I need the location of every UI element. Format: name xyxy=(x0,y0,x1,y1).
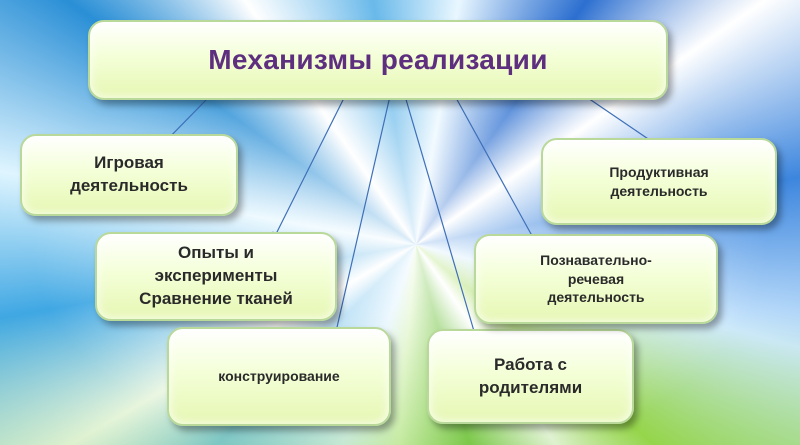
node-cognitive-speech: Познавательно- речевая деятельность xyxy=(474,234,718,324)
node-experiments: Опыты и эксперименты Сравнение тканей xyxy=(95,232,337,321)
connector-to-b2 xyxy=(272,95,346,241)
connector-to-b3 xyxy=(332,95,391,337)
node-construction: конструирование xyxy=(167,327,391,426)
diagram-title: Механизмы реализации xyxy=(88,20,668,100)
node-play-activity: Игровая деятельность xyxy=(20,134,238,216)
connector-to-b5 xyxy=(454,95,537,244)
node-parent-work: Работа с родителями xyxy=(427,329,634,424)
node-productive-activity: Продуктивная деятельность xyxy=(541,138,777,225)
connector-to-b4 xyxy=(404,95,478,339)
